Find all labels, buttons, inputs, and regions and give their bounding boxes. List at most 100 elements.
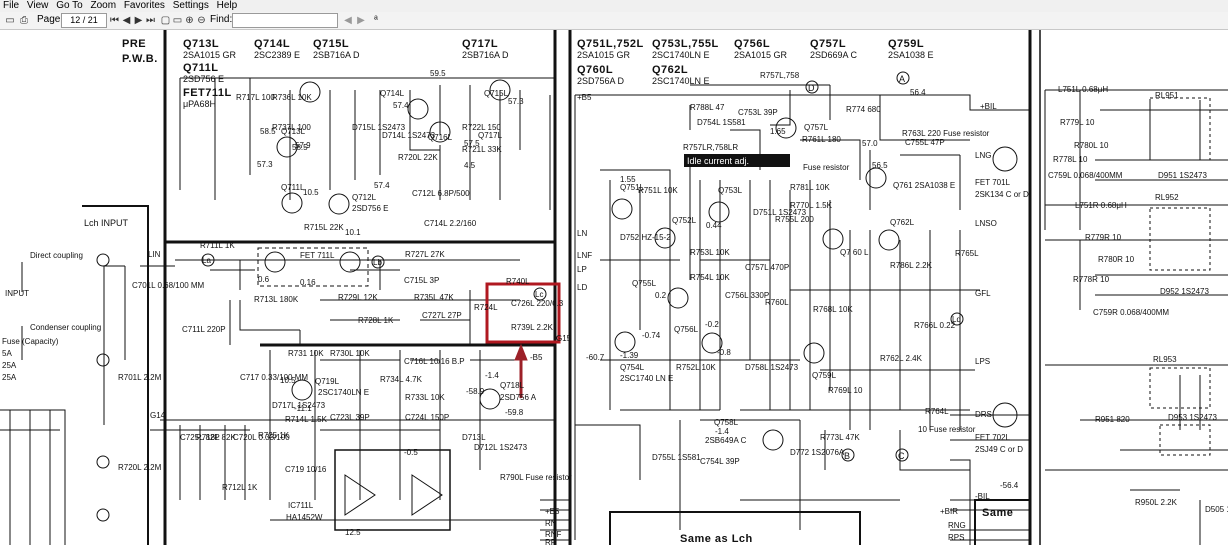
zoom-in-icon[interactable]: ⊕	[185, 14, 194, 26]
component-r790l: R790L Fuse resistor	[500, 473, 572, 482]
component-r780r: R780R 10	[1098, 255, 1135, 264]
component-r720l-2: R720L 2.2M	[118, 463, 162, 472]
component-q758l-part: 2SB649A C	[705, 436, 747, 445]
node-d: D	[808, 83, 815, 93]
header-q714l-part: 2SC2389 E	[254, 50, 300, 60]
menu-favorites[interactable]: Favorites	[123, 0, 165, 11]
find-input[interactable]	[232, 13, 338, 28]
component-fuse2: 10 Fuse resistor	[918, 425, 976, 434]
zoom-out-icon[interactable]: ⊖	[197, 14, 206, 26]
component-q718l-part: 2SD756 A	[500, 393, 537, 402]
component-q718l-lbl: Q718L	[500, 381, 525, 390]
toolbar: ▭ ⎙ Page: 12 / 21 ⏮ ◀ ▶ ⏭ ▢ ▭ ⊕ ⊖ Find: …	[0, 12, 1228, 30]
prev-page-icon[interactable]: ◀	[122, 14, 131, 26]
node-c: C	[898, 451, 905, 461]
component-r773l: R773L 47K	[820, 433, 860, 442]
voltage-label: 59.5	[430, 69, 446, 78]
menu-settings[interactable]: Settings	[172, 0, 209, 11]
component-c725l: C725L 82P	[180, 433, 220, 442]
header-q711l-part: 2SD756 E	[183, 74, 224, 84]
component-r951: R951 820	[1095, 415, 1130, 424]
component-c715l: C715L 3P	[404, 276, 439, 285]
node-plus-bil: +BIL	[980, 102, 997, 111]
voltage-label: 57.3	[257, 160, 273, 169]
component-r786l: R786L 2.2K	[890, 261, 933, 270]
node-lnf: LNF	[577, 251, 592, 260]
node-b85: +B5	[577, 93, 592, 102]
print-icon[interactable]: ⎙	[20, 14, 28, 26]
component-d754l: D754L 1S581	[697, 118, 746, 127]
fit-width-icon[interactable]: ▭	[172, 14, 183, 26]
node-minus-56v: -56.4	[1000, 481, 1019, 490]
node-lps: LPS	[975, 357, 990, 366]
voltage-label: 1.55	[620, 175, 636, 184]
component-r761l: R761L 180	[802, 135, 841, 144]
voltage-label: -58.9	[466, 387, 485, 396]
menu-help[interactable]: Help	[216, 0, 238, 11]
node-lng: LNG	[975, 151, 991, 160]
fuse-row-3: 25A	[2, 373, 17, 382]
last-page-icon[interactable]: ⏭	[146, 14, 155, 26]
component-r715l: R715L 22K	[304, 223, 344, 232]
node-rp: RP	[545, 538, 556, 545]
component-c726l: C726L 220/6.3	[511, 299, 564, 308]
menu-bar: File View Go To Zoom Favorites Settings …	[0, 0, 1228, 12]
component-q757l-lbl: Q757L	[804, 123, 829, 132]
node-b: B	[844, 451, 850, 461]
node-lin: LIN	[148, 250, 161, 259]
component-r754l: R754L 10K	[690, 273, 730, 282]
component-r779r: R779R 10	[1085, 233, 1122, 242]
node-g14: G14	[150, 411, 166, 420]
voltage-label: 0.44	[706, 221, 722, 230]
match-case-icon[interactable]: ª	[374, 14, 378, 26]
node-rps: RPS	[948, 533, 964, 542]
component-r733l: R733L 10K	[405, 393, 445, 402]
component-r725: R725 1K	[258, 431, 290, 440]
component-r727l: R727L 27K	[405, 250, 445, 259]
component-r781l: R781L 10K	[790, 183, 830, 192]
first-page-icon[interactable]: ⏮	[110, 14, 119, 26]
menu-view[interactable]: View	[26, 0, 49, 11]
component-r736l: R736L 10K	[272, 93, 312, 102]
component-c727l: C727L 27P	[422, 311, 462, 320]
component-r731l: R731 10K	[288, 349, 324, 358]
menu-zoom[interactable]: Zoom	[90, 0, 117, 11]
node-rng: RNG	[948, 521, 966, 530]
find-prev-icon[interactable]: ◀	[344, 14, 352, 26]
menu-file[interactable]: File	[3, 0, 20, 11]
component-r755l: R755L 200	[775, 215, 814, 224]
component-rl953: RL953	[1153, 355, 1177, 364]
find-next-icon[interactable]: ▶	[357, 14, 365, 26]
voltage-label: -1.4	[715, 427, 729, 436]
component-q754l-part: 2SC1740 LN E	[620, 374, 673, 383]
component-ic711l-part: HA1452W	[286, 513, 323, 522]
same-label: Same	[982, 507, 1013, 519]
next-page-icon[interactable]: ▶	[134, 14, 143, 26]
component-r734l: R734L 4.7K	[380, 375, 423, 384]
node-minus-bil: -BIL	[975, 492, 990, 501]
component-c754l: C754L 39P	[700, 457, 740, 466]
component-r765l: R765L	[955, 249, 979, 258]
voltage-label: 10.5	[303, 188, 319, 197]
component-q754l-lbl: Q754L	[620, 363, 645, 372]
menu-goto[interactable]: Go To	[56, 0, 83, 11]
component-l751l: L751L 0.68μH	[1058, 85, 1108, 94]
fuse-row-2: 25A	[2, 361, 17, 370]
component-r764l: R764L	[925, 407, 949, 416]
header-q711l: Q711L	[183, 62, 219, 74]
open-icon[interactable]: ▭	[5, 14, 15, 26]
fit-page-icon[interactable]: ▢	[160, 14, 171, 26]
voltage-label: -0.5	[404, 448, 418, 457]
voltage-label: 58.5	[292, 143, 308, 152]
component-r763l: R763L 220 Fuse resistor	[902, 129, 990, 138]
component-r701l: R701L 2.2M	[118, 373, 162, 382]
component-c755l: C755L 47P	[905, 138, 945, 147]
page-number-input[interactable]: 12 / 21	[61, 13, 107, 28]
component-c720l: C720L 0.33/100	[233, 433, 290, 442]
component-d712l: D712L 1S2473	[474, 443, 528, 452]
node-ld: Ld	[952, 315, 961, 324]
voltage-label: 1.65	[770, 127, 786, 136]
component-c716l: C716L 10/16 B.P	[404, 357, 465, 366]
component-r720l: R720L 22K	[398, 153, 438, 162]
component-q755l-lbl: Q755L	[632, 279, 657, 288]
